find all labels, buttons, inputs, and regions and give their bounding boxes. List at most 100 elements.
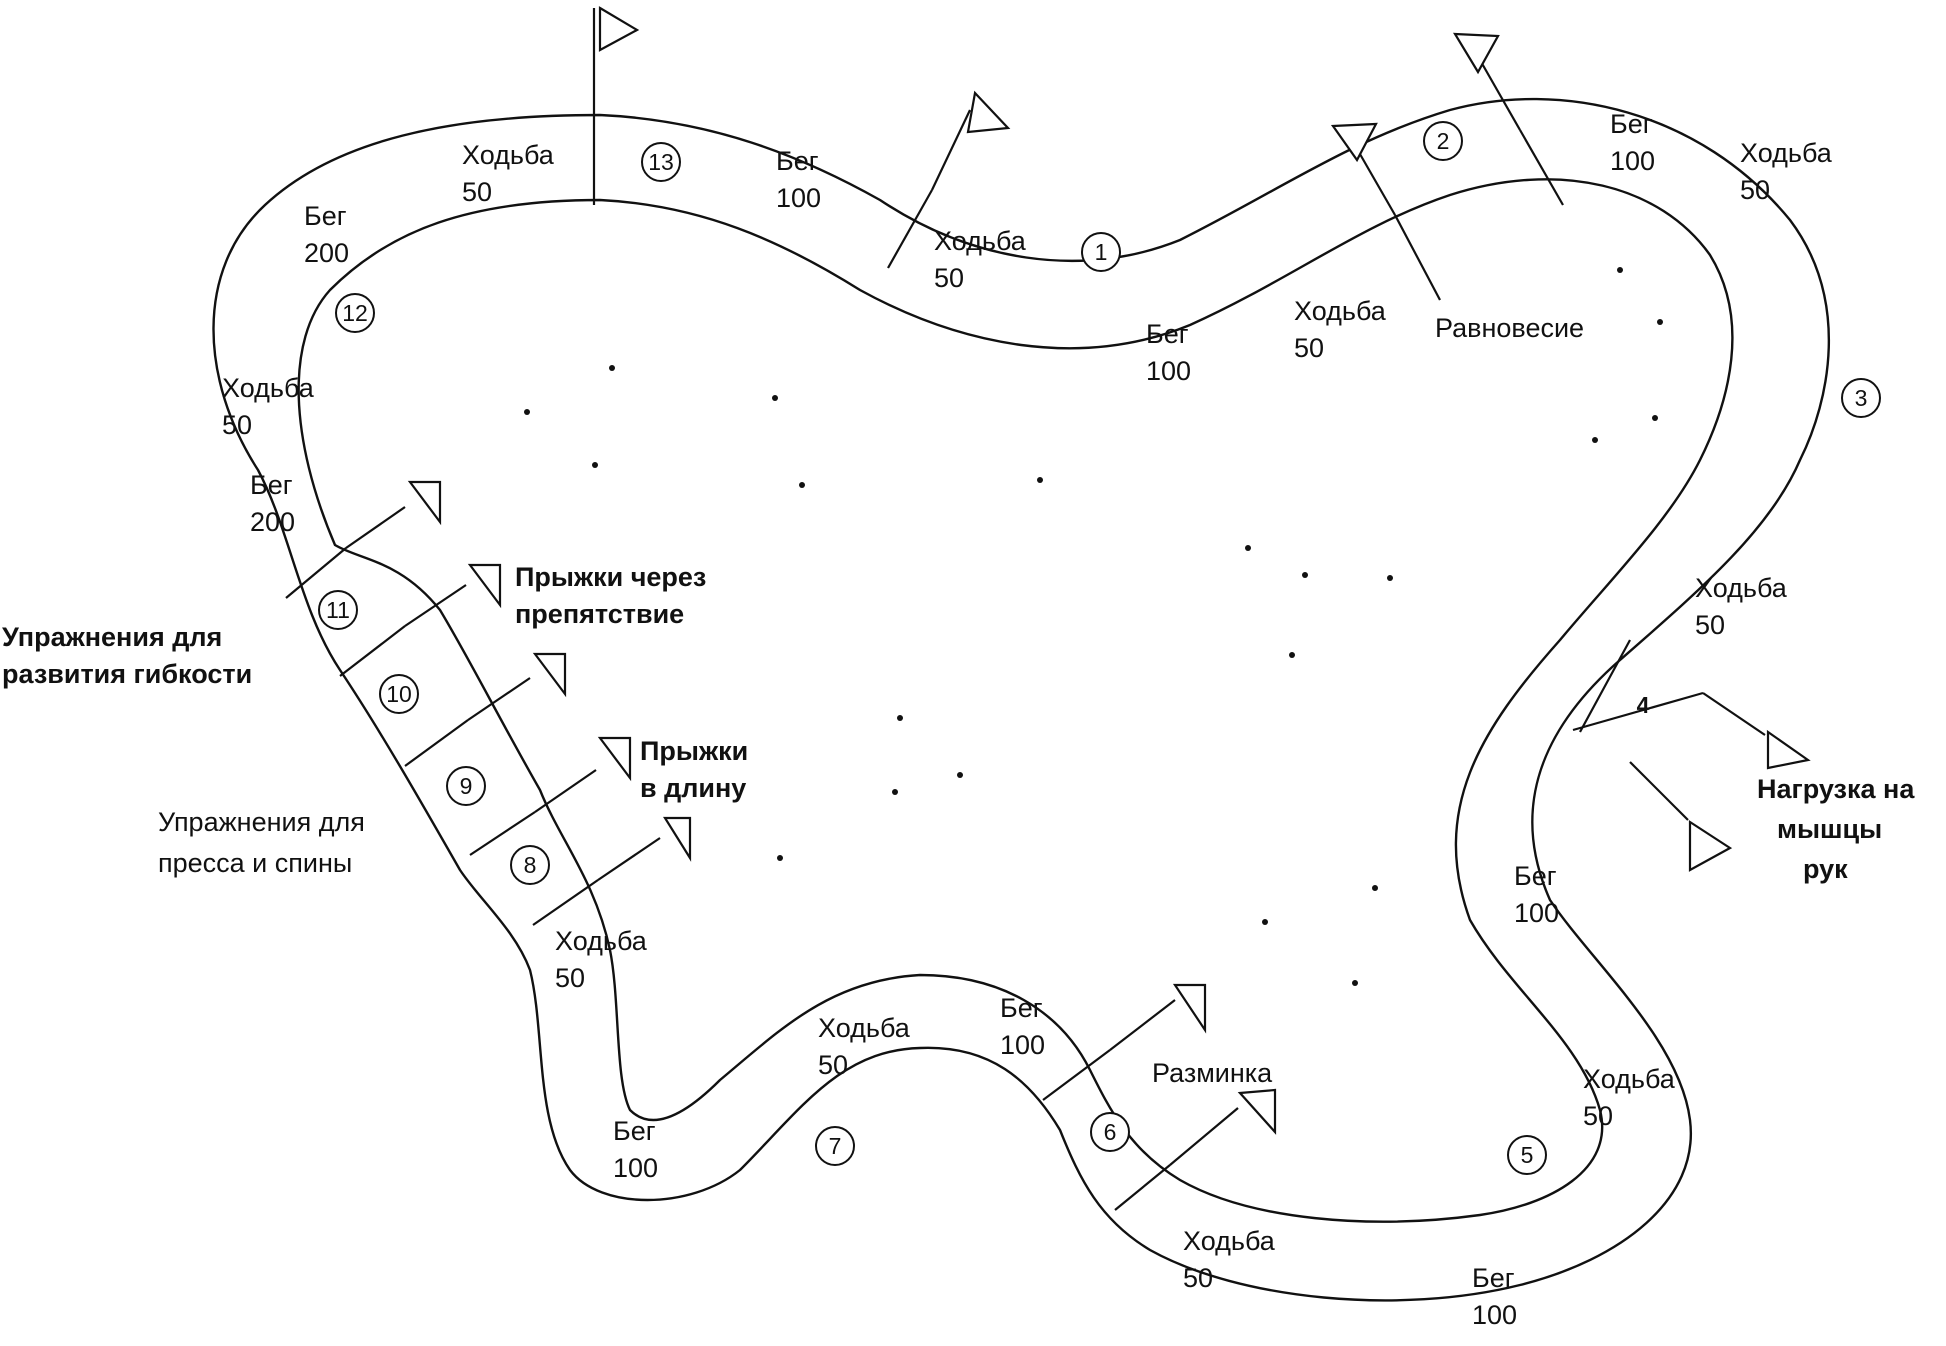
segment-distance: 50 [222, 410, 252, 440]
exercise-balance: Равновесие [1435, 313, 1584, 343]
exercise-abs-back-line2: пресса и спины [158, 848, 352, 878]
segment-distance: 50 [934, 263, 964, 293]
flag-icon [1766, 729, 1811, 770]
flag-pole-6b [1169, 1107, 1239, 1166]
divider-2 [1394, 214, 1441, 301]
tree-icon [1002, 440, 1077, 519]
tree-icon [1622, 282, 1697, 361]
station-9: 9 [460, 773, 473, 799]
tree-icon [557, 425, 632, 504]
segment-word: Ходьба [1695, 573, 1788, 603]
flag-pole-6a [1109, 999, 1176, 1051]
segment-distance: 200 [250, 507, 295, 537]
segment-word: Ходьба [222, 373, 315, 403]
segment-distance: 100 [1610, 146, 1655, 176]
station-dividers [285, 116, 1704, 1211]
station-8: 8 [524, 852, 537, 878]
tree-icon [1267, 535, 1342, 614]
tree-icon [574, 328, 649, 407]
divider-6b [1114, 1164, 1171, 1211]
tree-icon [742, 818, 817, 897]
flag-icon [1237, 1088, 1277, 1135]
flag-pole-10 [467, 677, 531, 721]
track-inner-edge [297, 178, 1734, 1223]
segment-word: Бег [304, 201, 347, 231]
tree-icon [489, 372, 564, 451]
segment-word: Ходьба [1740, 138, 1833, 168]
tree-icon [737, 358, 812, 437]
flag-icon [1172, 983, 1207, 1034]
station-1: 1 [1095, 239, 1108, 265]
flag-icon [1452, 32, 1500, 75]
tree-icon [1317, 943, 1392, 1022]
flag-pole-9 [534, 769, 597, 813]
segment-word: Бег [1514, 861, 1557, 891]
segment-word: Ходьба [1583, 1064, 1676, 1094]
segment-word: Ходьба [934, 226, 1027, 256]
flag-pole-4a [1702, 692, 1766, 736]
tree-icon [922, 735, 997, 814]
tree-icon [1582, 230, 1657, 309]
segment-distance: 50 [1583, 1101, 1613, 1131]
segment-word: Ходьба [555, 926, 648, 956]
divider-1 [887, 189, 933, 269]
segment-distance: 100 [776, 183, 821, 213]
flag-pole-4b [1629, 761, 1689, 821]
segment-distance: 100 [613, 1153, 658, 1183]
tree-icon [1227, 882, 1302, 961]
tree-icon [1617, 378, 1692, 457]
flag-icon [467, 563, 502, 609]
segment-distance: 100 [1472, 1300, 1517, 1330]
station-10: 10 [386, 681, 412, 707]
segment-word: Ходьба [1183, 1226, 1276, 1256]
segment-word: Бег [250, 470, 293, 500]
divider-12 [285, 547, 347, 599]
flag-pole-2b [1479, 59, 1521, 131]
segment-distance: 100 [1514, 898, 1559, 928]
segment-distance: 50 [462, 177, 492, 207]
divider-2b [1519, 129, 1564, 206]
flag-icon [1688, 819, 1733, 872]
station-6: 6 [1104, 1119, 1117, 1145]
flag-icon [532, 652, 567, 698]
segment-word: Бег [1146, 319, 1189, 349]
segment-distance: 50 [555, 963, 585, 993]
flag-pole-1 [931, 109, 971, 191]
segment-distance: 50 [1183, 1263, 1213, 1293]
divider-6a [1042, 1049, 1111, 1101]
segment-distance: 50 [1695, 610, 1725, 640]
segment-labels: Ходьба 50 Бег 100 Бег 200 Ходьба 50 Бег … [222, 109, 1833, 1330]
exercise-arms-line2: мышцы [1777, 814, 1882, 844]
divider-9 [469, 811, 536, 856]
segment-distance: 100 [1146, 356, 1191, 386]
segment-word: Ходьба [818, 1013, 911, 1043]
exercise-warmup: Разминка [1152, 1058, 1273, 1088]
tree-icon [1254, 615, 1329, 694]
exercise-jumps-obstacle-line2: препятствие [515, 599, 684, 629]
flag-icon [598, 6, 640, 52]
station-11: 11 [326, 597, 350, 623]
segment-word: Бег [776, 146, 819, 176]
station-3: 3 [1855, 385, 1868, 411]
flag-pole-12 [345, 506, 406, 549]
tree-icon [1352, 538, 1427, 617]
exercise-flexibility-line1: Упражнения для [2, 622, 222, 652]
station-12: 12 [342, 300, 368, 326]
segment-distance: 50 [818, 1050, 848, 1080]
station-markers: 1 2 3 4 5 6 7 8 9 10 11 12 13 [318, 121, 1881, 1175]
segment-distance: 200 [304, 238, 349, 268]
divider-4a [1579, 639, 1631, 733]
divider-4b [1572, 691, 1704, 732]
divider-11 [339, 625, 406, 677]
track-outer-edge [212, 97, 1831, 1302]
flag-icon [966, 90, 1011, 134]
exercise-labels: Равновесие Прыжки через препятствие Упра… [2, 313, 1915, 1088]
flag-icon [663, 816, 692, 862]
flag-pole-8 [597, 837, 661, 881]
segment-word: Ходьба [1294, 296, 1387, 326]
exercise-arms-line1: Нагрузка на [1757, 774, 1915, 804]
tree-icon [1557, 400, 1632, 479]
segment-word: Бег [1472, 1263, 1515, 1293]
